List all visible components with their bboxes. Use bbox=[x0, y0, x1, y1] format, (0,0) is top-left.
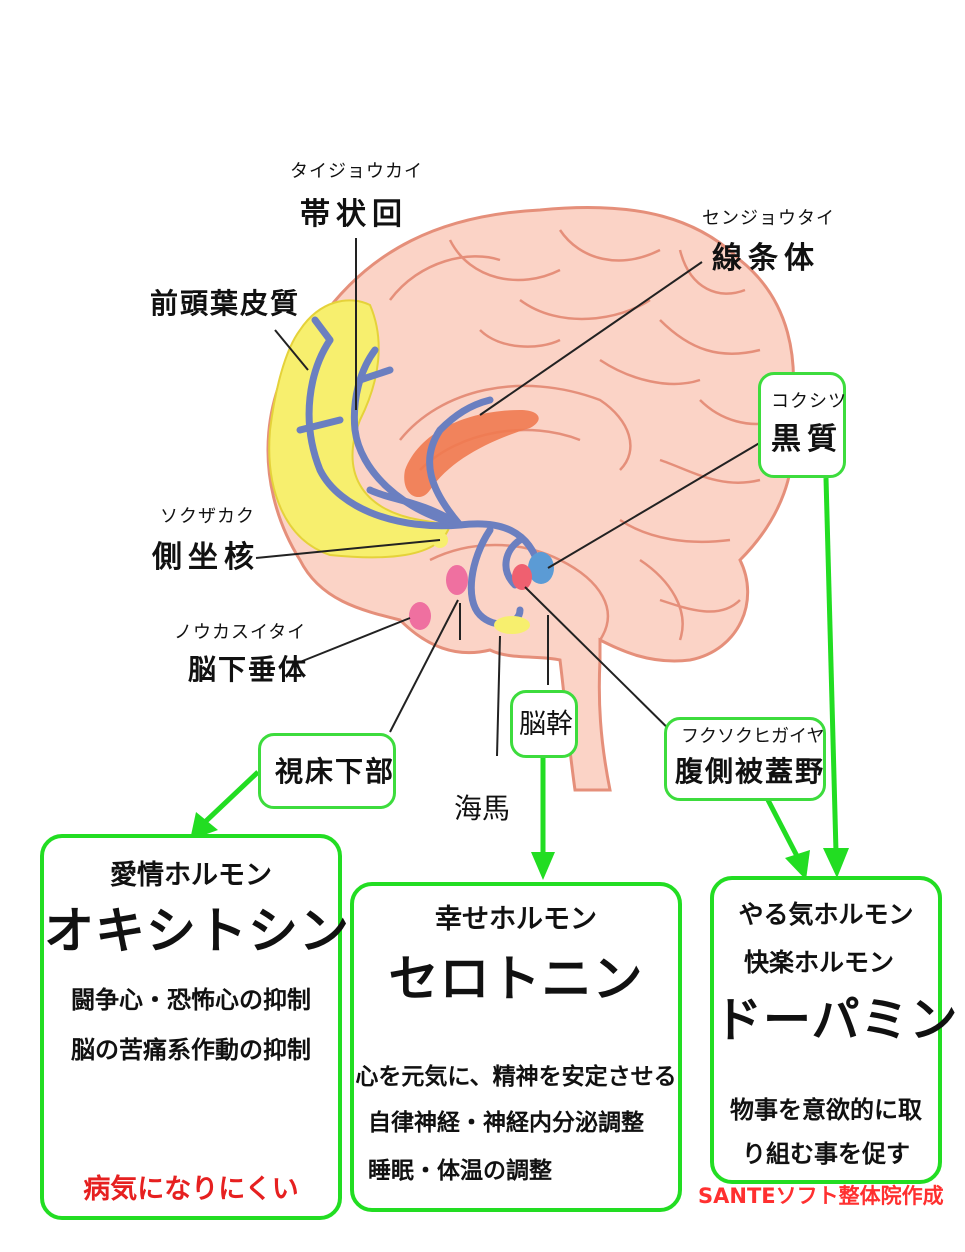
pituitary-kana: ノウカスイタイ bbox=[174, 622, 307, 643]
oxytocin-line2-pre: 脳の bbox=[71, 1036, 119, 1064]
serotonin-line2: 自律神経・神経内分泌調整 bbox=[368, 1110, 644, 1136]
dopamine-subtitle2: 快楽ホルモン bbox=[744, 948, 895, 977]
oxytocin-line2-highlight: 苦痛系 bbox=[119, 1036, 191, 1064]
cingulate-label: 帯状回 bbox=[300, 197, 408, 232]
vta-label: 腹側被蓋野 bbox=[675, 755, 826, 788]
dopamine-pathways bbox=[296, 316, 544, 628]
substantia-nigra-kana: コクシツ bbox=[771, 391, 847, 412]
prefrontal-cortex-label: 前頭葉皮質 bbox=[150, 287, 301, 320]
pituitary-label: 脳下垂体 bbox=[188, 653, 309, 686]
hypothalamus-dot bbox=[446, 565, 468, 595]
dopamine-card: やる気ホルモン 快楽ホルモン ドーパミン 物事を意欲的に取 り組む事を促す bbox=[710, 876, 959, 1184]
serotonin-subtitle: 幸せホルモン bbox=[435, 904, 597, 935]
dopamine-line1: 物事を意欲的に取 bbox=[730, 1096, 922, 1124]
substantia-nigra-dot bbox=[528, 552, 554, 584]
leader-lines bbox=[255, 238, 769, 757]
brainstem-label: 脳幹 bbox=[519, 709, 573, 740]
dopamine-line2: り組む事を促す bbox=[742, 1140, 910, 1168]
striatum-kana: センジョウタイ bbox=[702, 208, 835, 229]
substantia-nigra-box: コクシツ 黒質 bbox=[758, 372, 846, 478]
striatum-label: 線条体 bbox=[712, 241, 820, 276]
pituitary-dot bbox=[409, 602, 431, 630]
hippocampus-label: 海馬 bbox=[454, 792, 511, 825]
oxytocin-result: 病気になりにくい bbox=[83, 1174, 299, 1205]
oxytocin-subtitle: 愛情ホルモン bbox=[110, 860, 272, 891]
dopamine-title: ドーパミン bbox=[714, 992, 959, 1048]
serotonin-line1: 心を元気に、精神を安定させる bbox=[355, 1064, 677, 1090]
credit-text: SANTEソフト整体院作成 bbox=[698, 1184, 944, 1208]
dopamine-subtitle1: やる気ホルモン bbox=[738, 900, 914, 929]
oxytocin-line1: 闘争心・恐怖心の抑制 bbox=[71, 986, 311, 1014]
cingulate-kana: タイジョウカイ bbox=[290, 161, 423, 182]
nucleus-accumbens-kana: ソクザカク bbox=[160, 506, 255, 527]
serotonin-card: 幸せホルモン セロトニン 心を元気に、精神を安定させる 自律神経・神経内分泌調整… bbox=[350, 882, 682, 1212]
oxytocin-line2: 脳の苦痛系作動の抑制 bbox=[44, 1038, 338, 1062]
vta-kana: フクソクヒガイヤ bbox=[681, 726, 825, 747]
hippocampus-region bbox=[494, 616, 530, 634]
brain-outline bbox=[266, 206, 795, 792]
brainstem-box: 脳幹 bbox=[510, 690, 578, 758]
hypothalamus-box: 視床下部 bbox=[258, 733, 396, 809]
green-arrows bbox=[190, 477, 849, 880]
substantia-nigra-label: 黒質 bbox=[771, 422, 843, 457]
serotonin-title: セロトニン bbox=[388, 950, 644, 1008]
oxytocin-card: 愛情ホルモン オキシトシン 闘争心・恐怖心の抑制 脳の苦痛系作動の抑制 病気にな… bbox=[40, 834, 350, 1220]
oxytocin-title: オキシトシン bbox=[44, 902, 350, 960]
vta-box: フクソクヒガイヤ 腹側被蓋野 bbox=[664, 717, 826, 801]
oxytocin-line2-post: 作動の抑制 bbox=[191, 1036, 311, 1064]
hypothalamus-label: 視床下部 bbox=[275, 755, 396, 788]
nucleus-accumbens-label: 側坐核 bbox=[152, 540, 260, 575]
vta-dot bbox=[512, 564, 532, 590]
serotonin-line3: 睡眠・体温の調整 bbox=[368, 1158, 552, 1184]
